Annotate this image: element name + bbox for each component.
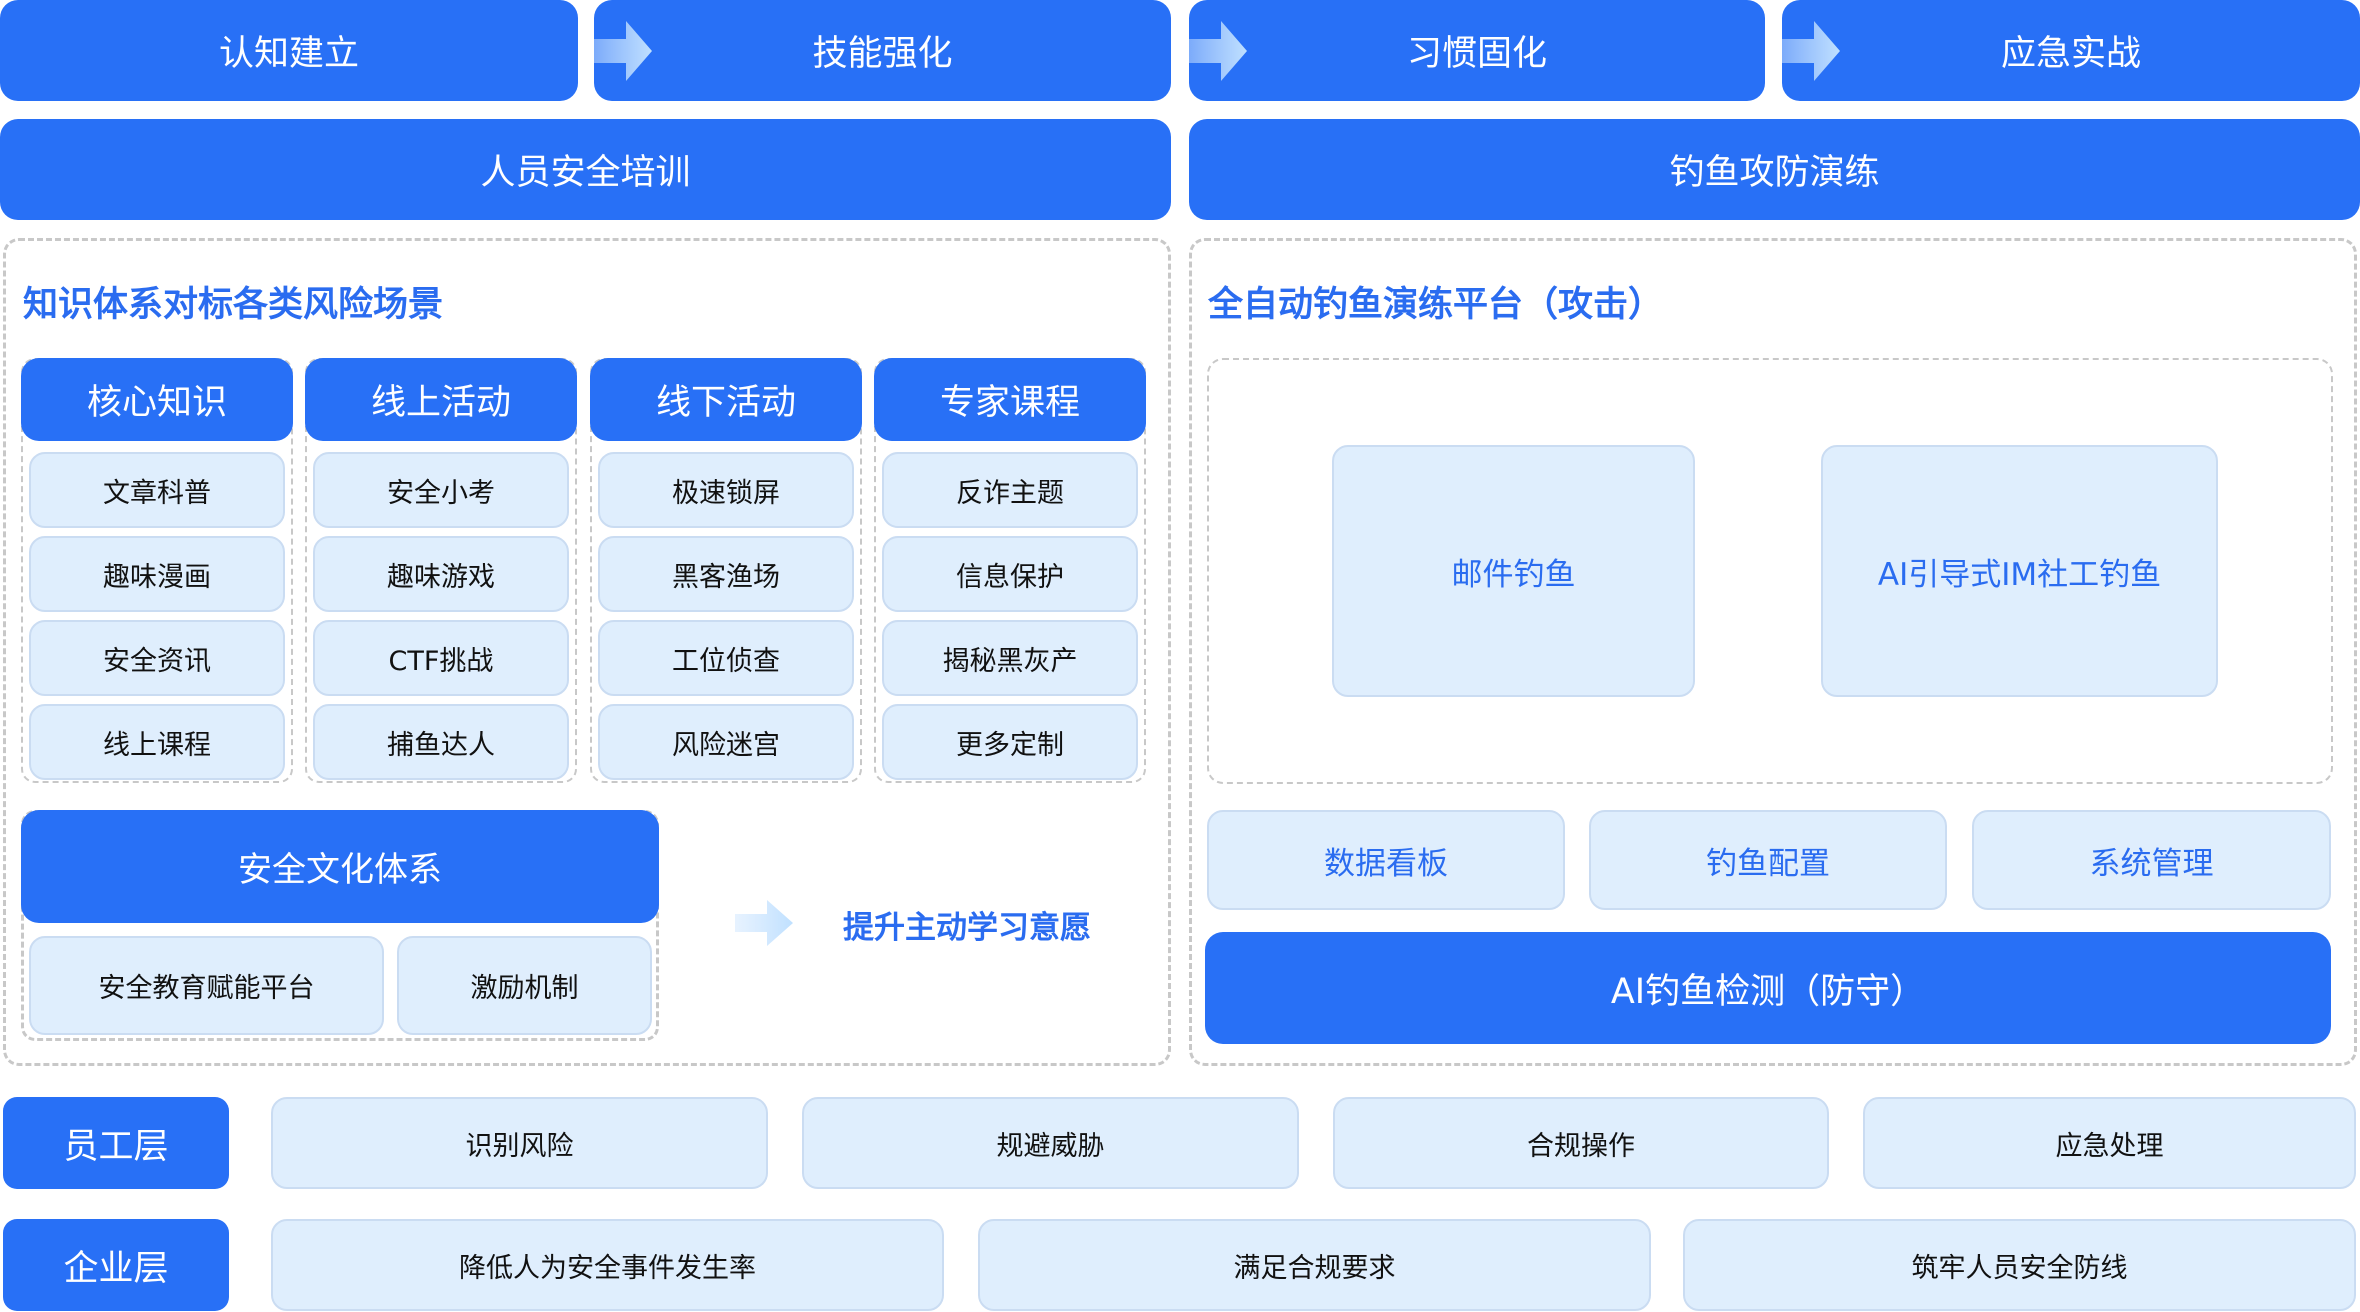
program-label: 人员安全培训	[480, 153, 691, 193]
knowledge-item: 安全资讯	[29, 620, 285, 696]
layer-item: 合规操作	[1333, 1097, 1829, 1189]
knowledge-column-header: 线下活动	[590, 358, 862, 441]
layer-item: 识别风险	[271, 1097, 768, 1189]
layer-item: 筑牢人员安全防线	[1683, 1219, 2356, 1311]
knowledge-column-header: 专家课程	[874, 358, 1146, 441]
attack-label: 邮件钓鱼	[1451, 556, 1576, 593]
arrow-right-icon	[735, 900, 793, 946]
knowledge-item: 趣味游戏	[313, 536, 569, 612]
stage-emergency: 应急实战	[1782, 0, 2360, 101]
layer-item-label: 满足合规要求	[1233, 1252, 1396, 1284]
attack-label: AI引导式IM社工钓鱼	[1877, 556, 2162, 593]
layer-label: 员工层	[63, 1126, 169, 1167]
outcome-text: 提升主动学习意愿	[843, 910, 1091, 946]
layer-item-label: 应急处理	[2055, 1130, 2164, 1162]
culture-header-label: 安全文化体系	[238, 850, 442, 890]
knowledge-item: 反诈主题	[882, 452, 1138, 528]
defense-label: AI钓鱼检测（防守）	[1610, 971, 1926, 1012]
layer-label: 企业层	[63, 1248, 169, 1289]
knowledge-item: 捕鱼达人	[313, 704, 569, 780]
knowledge-item: 揭秘黑灰产	[882, 620, 1138, 696]
culture-header: 安全文化体系	[21, 810, 659, 923]
layer-item: 降低人为安全事件发生率	[271, 1219, 944, 1311]
module-dashboard: 数据看板	[1207, 810, 1565, 910]
knowledge-item-label: 风险迷宫	[672, 729, 780, 761]
layer-item-label: 筑牢人员安全防线	[1911, 1252, 2128, 1284]
module-system-admin: 系统管理	[1972, 810, 2331, 910]
attack-email-phishing: 邮件钓鱼	[1332, 445, 1695, 697]
knowledge-item-label: 趣味漫画	[103, 561, 211, 593]
stage-skill: 技能强化	[594, 0, 1171, 101]
stage-label: 技能强化	[812, 34, 953, 74]
knowledge-column-header: 线上活动	[305, 358, 577, 441]
knowledge-item-label: 反诈主题	[956, 477, 1064, 509]
layer-item: 满足合规要求	[978, 1219, 1651, 1311]
layer-enterprise: 企业层	[3, 1219, 229, 1311]
knowledge-panel-title: 知识体系对标各类风险场景	[23, 285, 444, 325]
column-header-label: 线下活动	[655, 383, 796, 423]
layer-employee: 员工层	[3, 1097, 229, 1189]
column-header-label: 核心知识	[86, 383, 227, 423]
knowledge-item: 趣味漫画	[29, 536, 285, 612]
column-header-label: 专家课程	[939, 383, 1080, 423]
knowledge-item-label: 安全小考	[387, 477, 495, 509]
knowledge-item-label: 线上课程	[103, 729, 211, 761]
knowledge-item: 信息保护	[882, 536, 1138, 612]
culture-item: 安全教育赋能平台	[29, 936, 384, 1035]
knowledge-item: 极速锁屏	[598, 452, 854, 528]
stage-habit: 习惯固化	[1189, 0, 1765, 101]
layer-item-label: 降低人为安全事件发生率	[459, 1252, 756, 1284]
knowledge-item: 安全小考	[313, 452, 569, 528]
phishing-platform-title: 全自动钓鱼演练平台（攻击）	[1208, 285, 1664, 325]
program-phishing-drill: 钓鱼攻防演练	[1189, 119, 2360, 220]
knowledge-item-label: 工位侦查	[672, 645, 780, 677]
program-training: 人员安全培训	[0, 119, 1171, 220]
knowledge-item-label: 文章科普	[103, 477, 211, 509]
stage-cognition: 认知建立	[0, 0, 578, 101]
knowledge-panel	[3, 238, 1171, 1066]
layer-item-label: 识别风险	[465, 1130, 574, 1162]
stage-label: 认知建立	[218, 34, 359, 74]
attack-ai-im-phishing: AI引导式IM社工钓鱼	[1821, 445, 2218, 697]
stage-label: 习惯固化	[1406, 34, 1547, 74]
module-label: 钓鱼配置	[1706, 845, 1830, 882]
knowledge-item-label: CTF挑战	[388, 645, 494, 677]
module-label: 数据看板	[1324, 845, 1448, 882]
arrow-right-icon	[594, 20, 652, 81]
culture-item-label: 安全教育赋能平台	[98, 973, 315, 1004]
layer-item: 应急处理	[1863, 1097, 2356, 1189]
knowledge-item-label: 黑客渔场	[672, 561, 780, 593]
knowledge-item-label: 极速锁屏	[672, 477, 780, 509]
culture-item: 激励机制	[397, 936, 652, 1035]
knowledge-item: 风险迷宫	[598, 704, 854, 780]
knowledge-item: CTF挑战	[313, 620, 569, 696]
ai-phishing-detection: AI钓鱼检测（防守）	[1205, 932, 2331, 1044]
knowledge-column-header: 核心知识	[21, 358, 293, 441]
stage-label: 应急实战	[2000, 34, 2141, 74]
program-label: 钓鱼攻防演练	[1669, 153, 1880, 193]
layer-item: 规避威胁	[802, 1097, 1299, 1189]
module-label: 系统管理	[2089, 845, 2214, 882]
phishing-platform-panel	[1189, 238, 2357, 1066]
knowledge-item-label: 揭秘黑灰产	[942, 645, 1078, 677]
knowledge-item: 黑客渔场	[598, 536, 854, 612]
knowledge-item-label: 捕鱼达人	[387, 729, 495, 761]
knowledge-item: 更多定制	[882, 704, 1138, 780]
arrow-right-icon	[1189, 20, 1247, 81]
column-header-label: 线上活动	[370, 383, 511, 423]
knowledge-item-label: 趣味游戏	[387, 561, 495, 593]
arrow-right-icon	[1782, 20, 1840, 81]
knowledge-item: 文章科普	[29, 452, 285, 528]
knowledge-item-label: 安全资讯	[103, 645, 211, 677]
knowledge-item: 工位侦查	[598, 620, 854, 696]
knowledge-item-label: 信息保护	[956, 561, 1064, 593]
layer-item-label: 规避威胁	[996, 1130, 1105, 1162]
attack-group	[1207, 358, 2333, 784]
layer-item-label: 合规操作	[1527, 1130, 1635, 1162]
knowledge-item: 线上课程	[29, 704, 285, 780]
culture-item-label: 激励机制	[470, 973, 579, 1004]
knowledge-item-label: 更多定制	[956, 729, 1064, 761]
module-phishing-config: 钓鱼配置	[1589, 810, 1947, 910]
